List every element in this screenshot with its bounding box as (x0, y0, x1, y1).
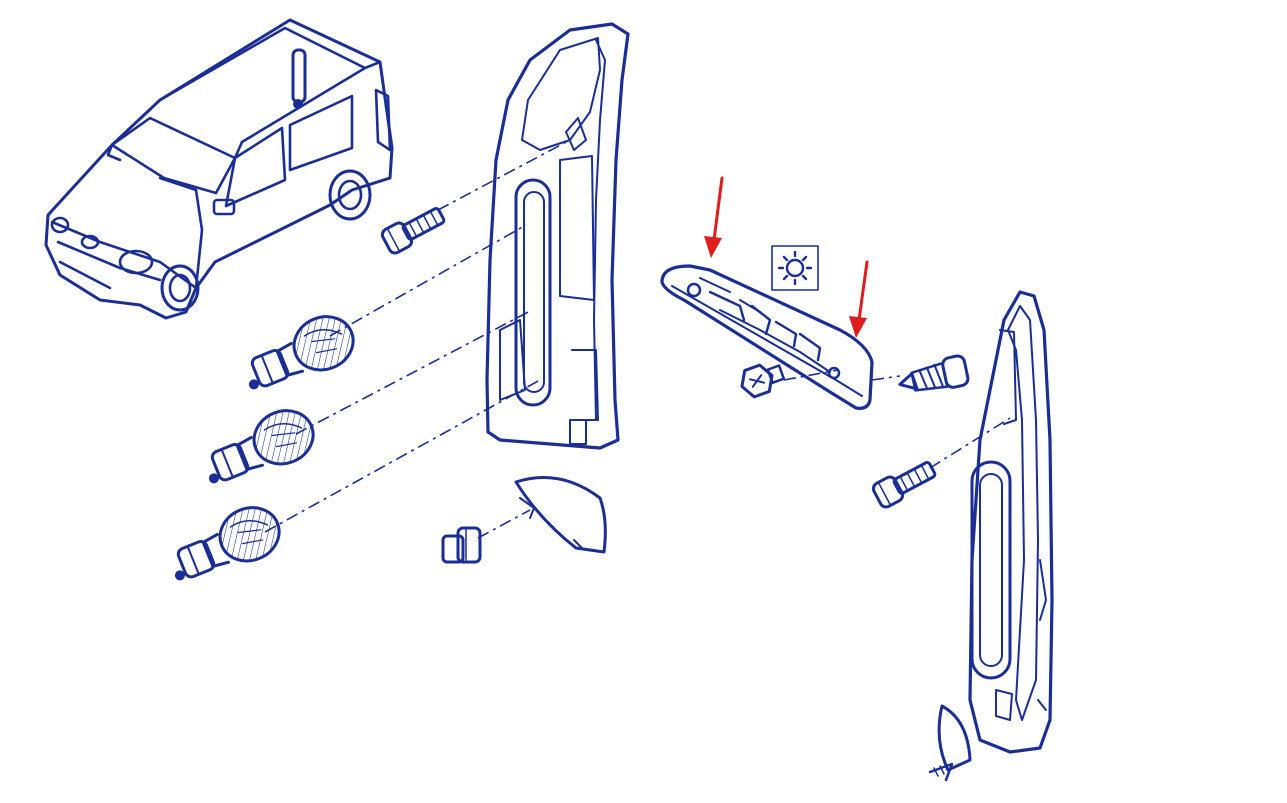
bolt-icon (871, 461, 937, 509)
leader-lines-left (264, 139, 571, 539)
leader-line-brake-left (783, 369, 839, 381)
tail-lamp-icon (968, 290, 1054, 754)
bulb-icon (233, 306, 363, 401)
arrow-down-icon (849, 260, 869, 338)
nut-icon (441, 526, 482, 564)
lamp-light-icon (771, 245, 819, 291)
van-icon (44, 18, 394, 320)
arrow-down-icon (704, 176, 724, 258)
bulb-icon (193, 400, 323, 495)
reflector-icon (514, 476, 607, 554)
reflector-icon (928, 704, 972, 782)
leader-line-right (929, 417, 1011, 469)
brake-light-icon (660, 264, 874, 410)
screw-icon (898, 354, 970, 392)
leader-line-brake-right (871, 375, 901, 381)
bolt-icon (380, 207, 446, 255)
screw-icon (740, 363, 786, 399)
bulb-icon (159, 497, 289, 592)
tail-lamp-icon (485, 22, 630, 450)
